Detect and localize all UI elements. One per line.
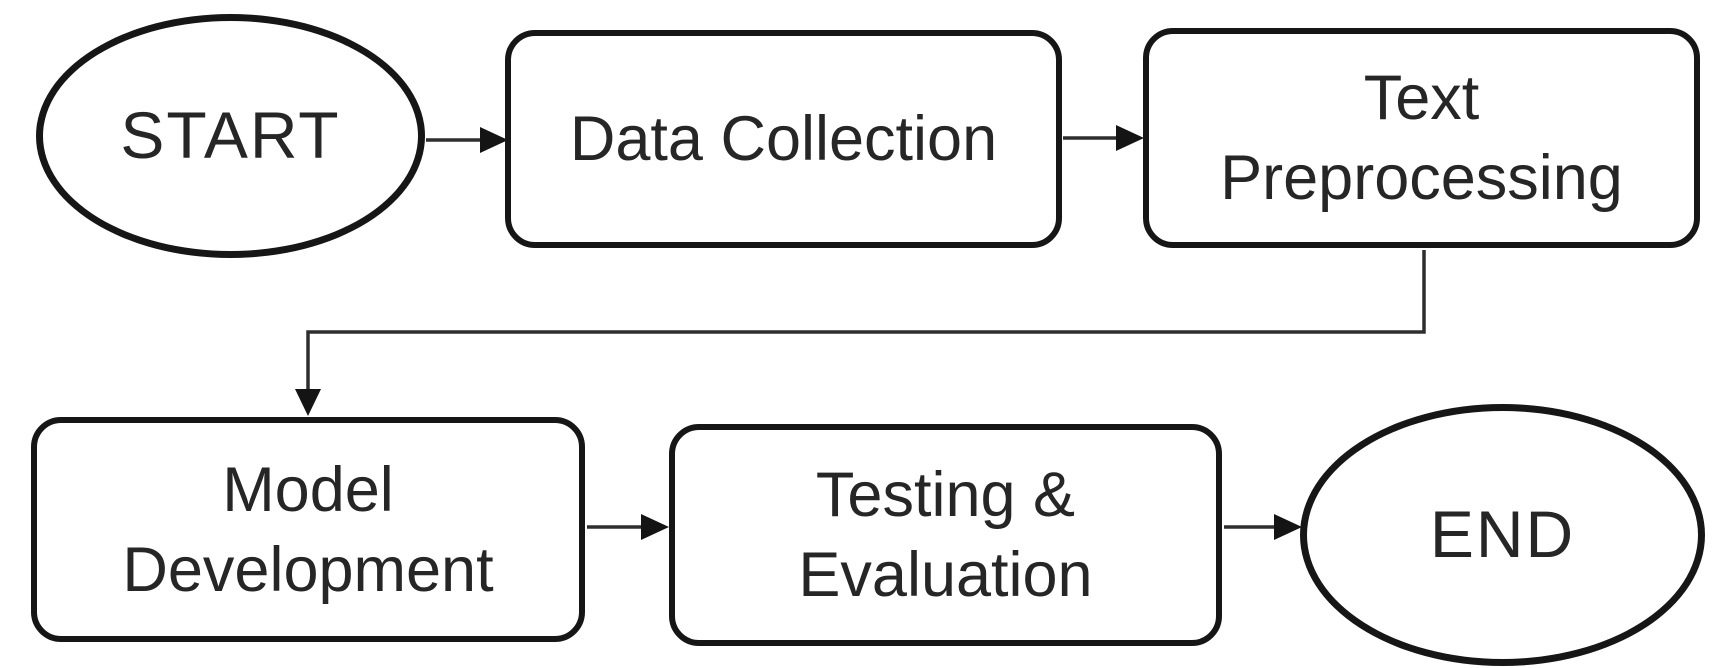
arrowhead: [295, 389, 321, 416]
node-model-development: Model Development: [31, 417, 585, 642]
node-start-label: START: [120, 98, 341, 173]
node-model-development-label: Model Development: [122, 454, 494, 605]
arrowhead: [480, 127, 508, 153]
arrowhead: [1116, 125, 1144, 151]
arrowhead: [641, 514, 669, 540]
node-testing-evaluation: Testing & Evaluation: [669, 424, 1222, 646]
edge-model-development-to-testing-evaluation: [587, 514, 669, 540]
node-testing-evaluation-label: Testing & Evaluation: [798, 460, 1093, 610]
node-data-collection: Data Collection: [505, 30, 1062, 248]
edge-data-collection-to-text-preprocessing: [1063, 125, 1144, 151]
edge-start-to-data-collection: [426, 127, 508, 153]
edge-text-preprocessing-to-model-development: [295, 250, 1426, 416]
edge-testing-evaluation-to-end: [1224, 514, 1302, 540]
arrowhead: [1274, 514, 1302, 540]
node-data-collection-label: Data Collection: [569, 104, 998, 174]
node-start: START: [36, 14, 425, 258]
node-end-label: END: [1429, 497, 1576, 572]
node-text-preprocessing: Text Preprocessing: [1143, 28, 1700, 248]
node-text-preprocessing-label: Text Preprocessing: [1220, 63, 1623, 213]
node-end: END: [1300, 404, 1705, 666]
